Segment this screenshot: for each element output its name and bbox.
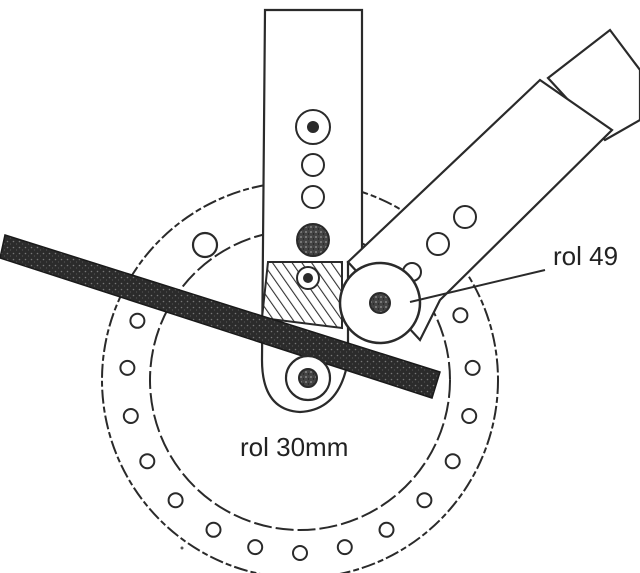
small-roller-axle <box>298 368 318 388</box>
disk-hole <box>119 359 136 376</box>
disk-hole <box>205 521 222 538</box>
disk-hole <box>122 408 139 424</box>
speck <box>180 546 184 550</box>
large-roller-axle <box>369 292 391 314</box>
disk-hole <box>167 492 184 509</box>
arm-hole <box>301 153 325 177</box>
disk-hole <box>129 312 146 329</box>
arm-hole <box>307 121 319 133</box>
disk-hole <box>336 539 353 556</box>
large-roller-label: rol 49 <box>553 241 618 271</box>
leader-line <box>409 269 546 303</box>
arm-hole <box>301 185 325 209</box>
disk-hole <box>444 453 461 470</box>
arm-pin <box>296 223 330 257</box>
disk-hole <box>461 408 478 424</box>
small-roller-label: rol 30mm <box>240 432 348 462</box>
disk-hole-large <box>191 231 219 259</box>
disk-hole <box>247 539 264 556</box>
angled-arm-hole <box>426 232 450 256</box>
disk-hole <box>452 307 469 324</box>
block-hole <box>303 273 313 283</box>
hatched-block <box>260 261 343 330</box>
workpiece-bar <box>0 234 441 399</box>
disk-hole <box>139 453 156 470</box>
disk-hole <box>416 492 433 509</box>
disk-hole <box>292 545 308 561</box>
disk-hole <box>464 359 481 376</box>
angled-arm-hole <box>453 205 477 229</box>
disk-hole <box>378 521 395 538</box>
